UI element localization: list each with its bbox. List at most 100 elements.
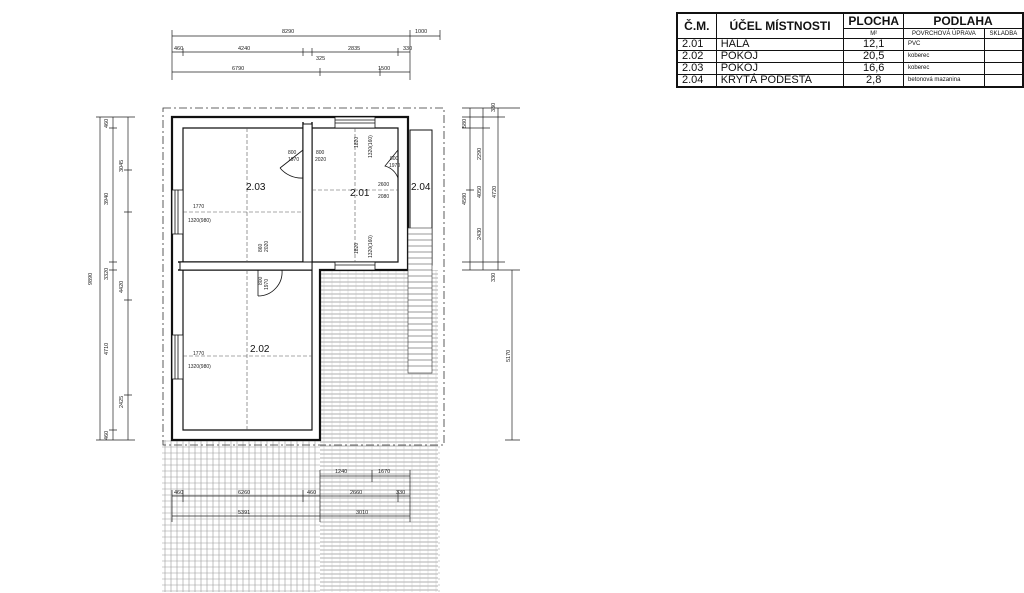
dim-top-lower1: 6790 xyxy=(232,66,244,72)
dim-bottom-d1: 1240 xyxy=(335,469,347,475)
dim-left-a3: 4420 xyxy=(119,281,125,293)
outline-dashed xyxy=(162,107,445,446)
win202-label: 1770 xyxy=(193,351,204,357)
dim-bottom-e1: 460 xyxy=(174,490,183,496)
dim-top-lower2: 1500 xyxy=(378,66,390,72)
dim-right-c3: 2290 xyxy=(477,148,483,160)
dims-bottom xyxy=(171,470,411,522)
dim-right-c4: 4580 xyxy=(462,193,468,205)
dim-left-b2: 3320 xyxy=(104,268,110,280)
dims-top xyxy=(171,30,441,80)
header-composition: SKLADBA xyxy=(983,28,1024,39)
doorbottom-a-label: 860 xyxy=(258,243,264,252)
dim-bottom-e3: 460 xyxy=(307,490,316,496)
dim-left-a2: 3940 xyxy=(104,193,110,205)
door202b-label: 1970 xyxy=(264,279,270,290)
cell-purpose: POKOJ xyxy=(715,62,845,75)
table-row: 2.02 POKOJ 20,5 koberec xyxy=(676,50,1024,63)
dim-left-a4: 4710 xyxy=(104,343,110,355)
header-cm: Č.M. xyxy=(676,12,717,39)
header-surface: POVRCHOVÁ ÚPRAVA xyxy=(903,28,985,39)
dim-top-seg5: 325 xyxy=(316,56,325,62)
dim-bottom-d2: 1670 xyxy=(378,469,390,475)
cell-surface: koberec xyxy=(903,50,985,63)
cell-composition xyxy=(983,50,1024,63)
window-2-02 xyxy=(171,334,184,380)
door203b-label: 1970 xyxy=(288,157,299,163)
header-floor: PODLAHA xyxy=(903,12,1024,29)
dim-top-seg1: 460 xyxy=(174,46,183,52)
table-row: 2.04 KRYTÁ PODESTA 2,8 betonová mazanina xyxy=(676,74,1024,88)
dim-left-a1: 460 xyxy=(104,119,110,128)
cell-surface: betonová mazanina xyxy=(903,74,985,88)
dim-right-c8: 330 xyxy=(491,273,497,282)
door202a-label: 800 xyxy=(258,276,264,285)
cell-area: 16,6 xyxy=(843,62,905,75)
dim-right-c5: 4050 xyxy=(477,186,483,198)
win201top-label: 1820 xyxy=(354,137,360,148)
cell-composition xyxy=(983,62,1024,75)
door-swings xyxy=(257,149,399,297)
dim-bottom-f2: 3010 xyxy=(356,510,368,516)
win201botb-label: 1320(160) xyxy=(368,235,374,258)
room-label-2-01: 2.01 xyxy=(350,188,370,199)
dim-bottom-e4: 2660 xyxy=(350,490,362,496)
table-row: 2.03 POKOJ 16,6 koberec xyxy=(676,62,1024,75)
room-label-2-04: 2.04 xyxy=(411,182,431,193)
room-schedule-table: Č.M. ÚČEL MÍSTNOSTI PLOCHA PODLAHA M² PO… xyxy=(676,12,1024,88)
cell-area: 2,8 xyxy=(843,74,905,88)
win201bot-label: 1820 xyxy=(354,243,360,254)
door201b-label: 2020 xyxy=(315,157,326,163)
dims-left xyxy=(96,116,135,441)
cell-purpose: HALA xyxy=(715,38,845,51)
doorbottom-b-label: 2020 xyxy=(264,241,270,252)
window-2-01-bottom xyxy=(334,261,376,271)
door203a-label: 800 xyxy=(288,150,297,156)
window-2-01-top xyxy=(334,116,376,129)
cell-cm: 2.02 xyxy=(676,50,717,63)
cell-surface: koberec xyxy=(903,62,985,75)
dims-right xyxy=(462,107,520,441)
dim-left-b1: 3045 xyxy=(119,160,125,172)
dim-right-c1: 330 xyxy=(491,103,497,112)
dim-bottom-e2: 6260 xyxy=(238,490,250,496)
room-label-2-03: 2.03 xyxy=(246,182,266,193)
cell-cm: 2.04 xyxy=(676,74,717,88)
window-2-03 xyxy=(171,189,184,235)
interior-dashes xyxy=(183,128,398,430)
cell-purpose: POKOJ xyxy=(715,50,845,63)
dim-left-b3: 2425 xyxy=(119,396,125,408)
dim-right-c2: 580 xyxy=(462,119,468,128)
cell-cm: 2.03 xyxy=(676,62,717,75)
cell-area: 12,1 xyxy=(843,38,905,51)
dim-bottom-e5: 330 xyxy=(396,490,405,496)
dim-top-overall: 8290 xyxy=(282,29,294,35)
hall-a-label: 2600 xyxy=(378,182,389,188)
cell-cm: 2.01 xyxy=(676,38,717,51)
win203b-label: 1320(980) xyxy=(188,218,211,224)
table-row: 2.01 HALA 12,1 PVC xyxy=(676,38,1024,51)
header-purpose: ÚČEL MÍSTNOSTI xyxy=(715,12,845,39)
dim-left-a5: 460 xyxy=(104,431,110,440)
floor-plan: 8290 1000 460 4240 2835 330 325 6790 150… xyxy=(88,29,520,592)
room-label-2-02: 2.02 xyxy=(250,344,270,355)
dim-top-right: 1000 xyxy=(415,29,427,35)
door201a-label: 800 xyxy=(316,150,325,156)
door201d-label: 1970 xyxy=(389,163,400,169)
header-area: PLOCHA xyxy=(843,12,905,29)
dim-right-c7: 2430 xyxy=(477,228,483,240)
hall-b-label: 2080 xyxy=(378,194,389,200)
dim-top-seg2: 4240 xyxy=(238,46,250,52)
win201topb-label: 1320(160) xyxy=(368,135,374,158)
stairs xyxy=(407,227,433,374)
cell-area: 20,5 xyxy=(843,50,905,63)
door201c-label: 800 xyxy=(390,156,399,162)
wall-fill-divider2 xyxy=(179,261,313,271)
dim-right-c9: 5170 xyxy=(506,350,512,362)
dim-top-seg4: 330 xyxy=(403,46,412,52)
dim-bottom-f1: 5391 xyxy=(238,510,250,516)
cell-composition xyxy=(983,38,1024,51)
cell-composition xyxy=(983,74,1024,88)
wall-fill-divider xyxy=(302,123,313,265)
win203-label: 1770 xyxy=(193,204,204,210)
